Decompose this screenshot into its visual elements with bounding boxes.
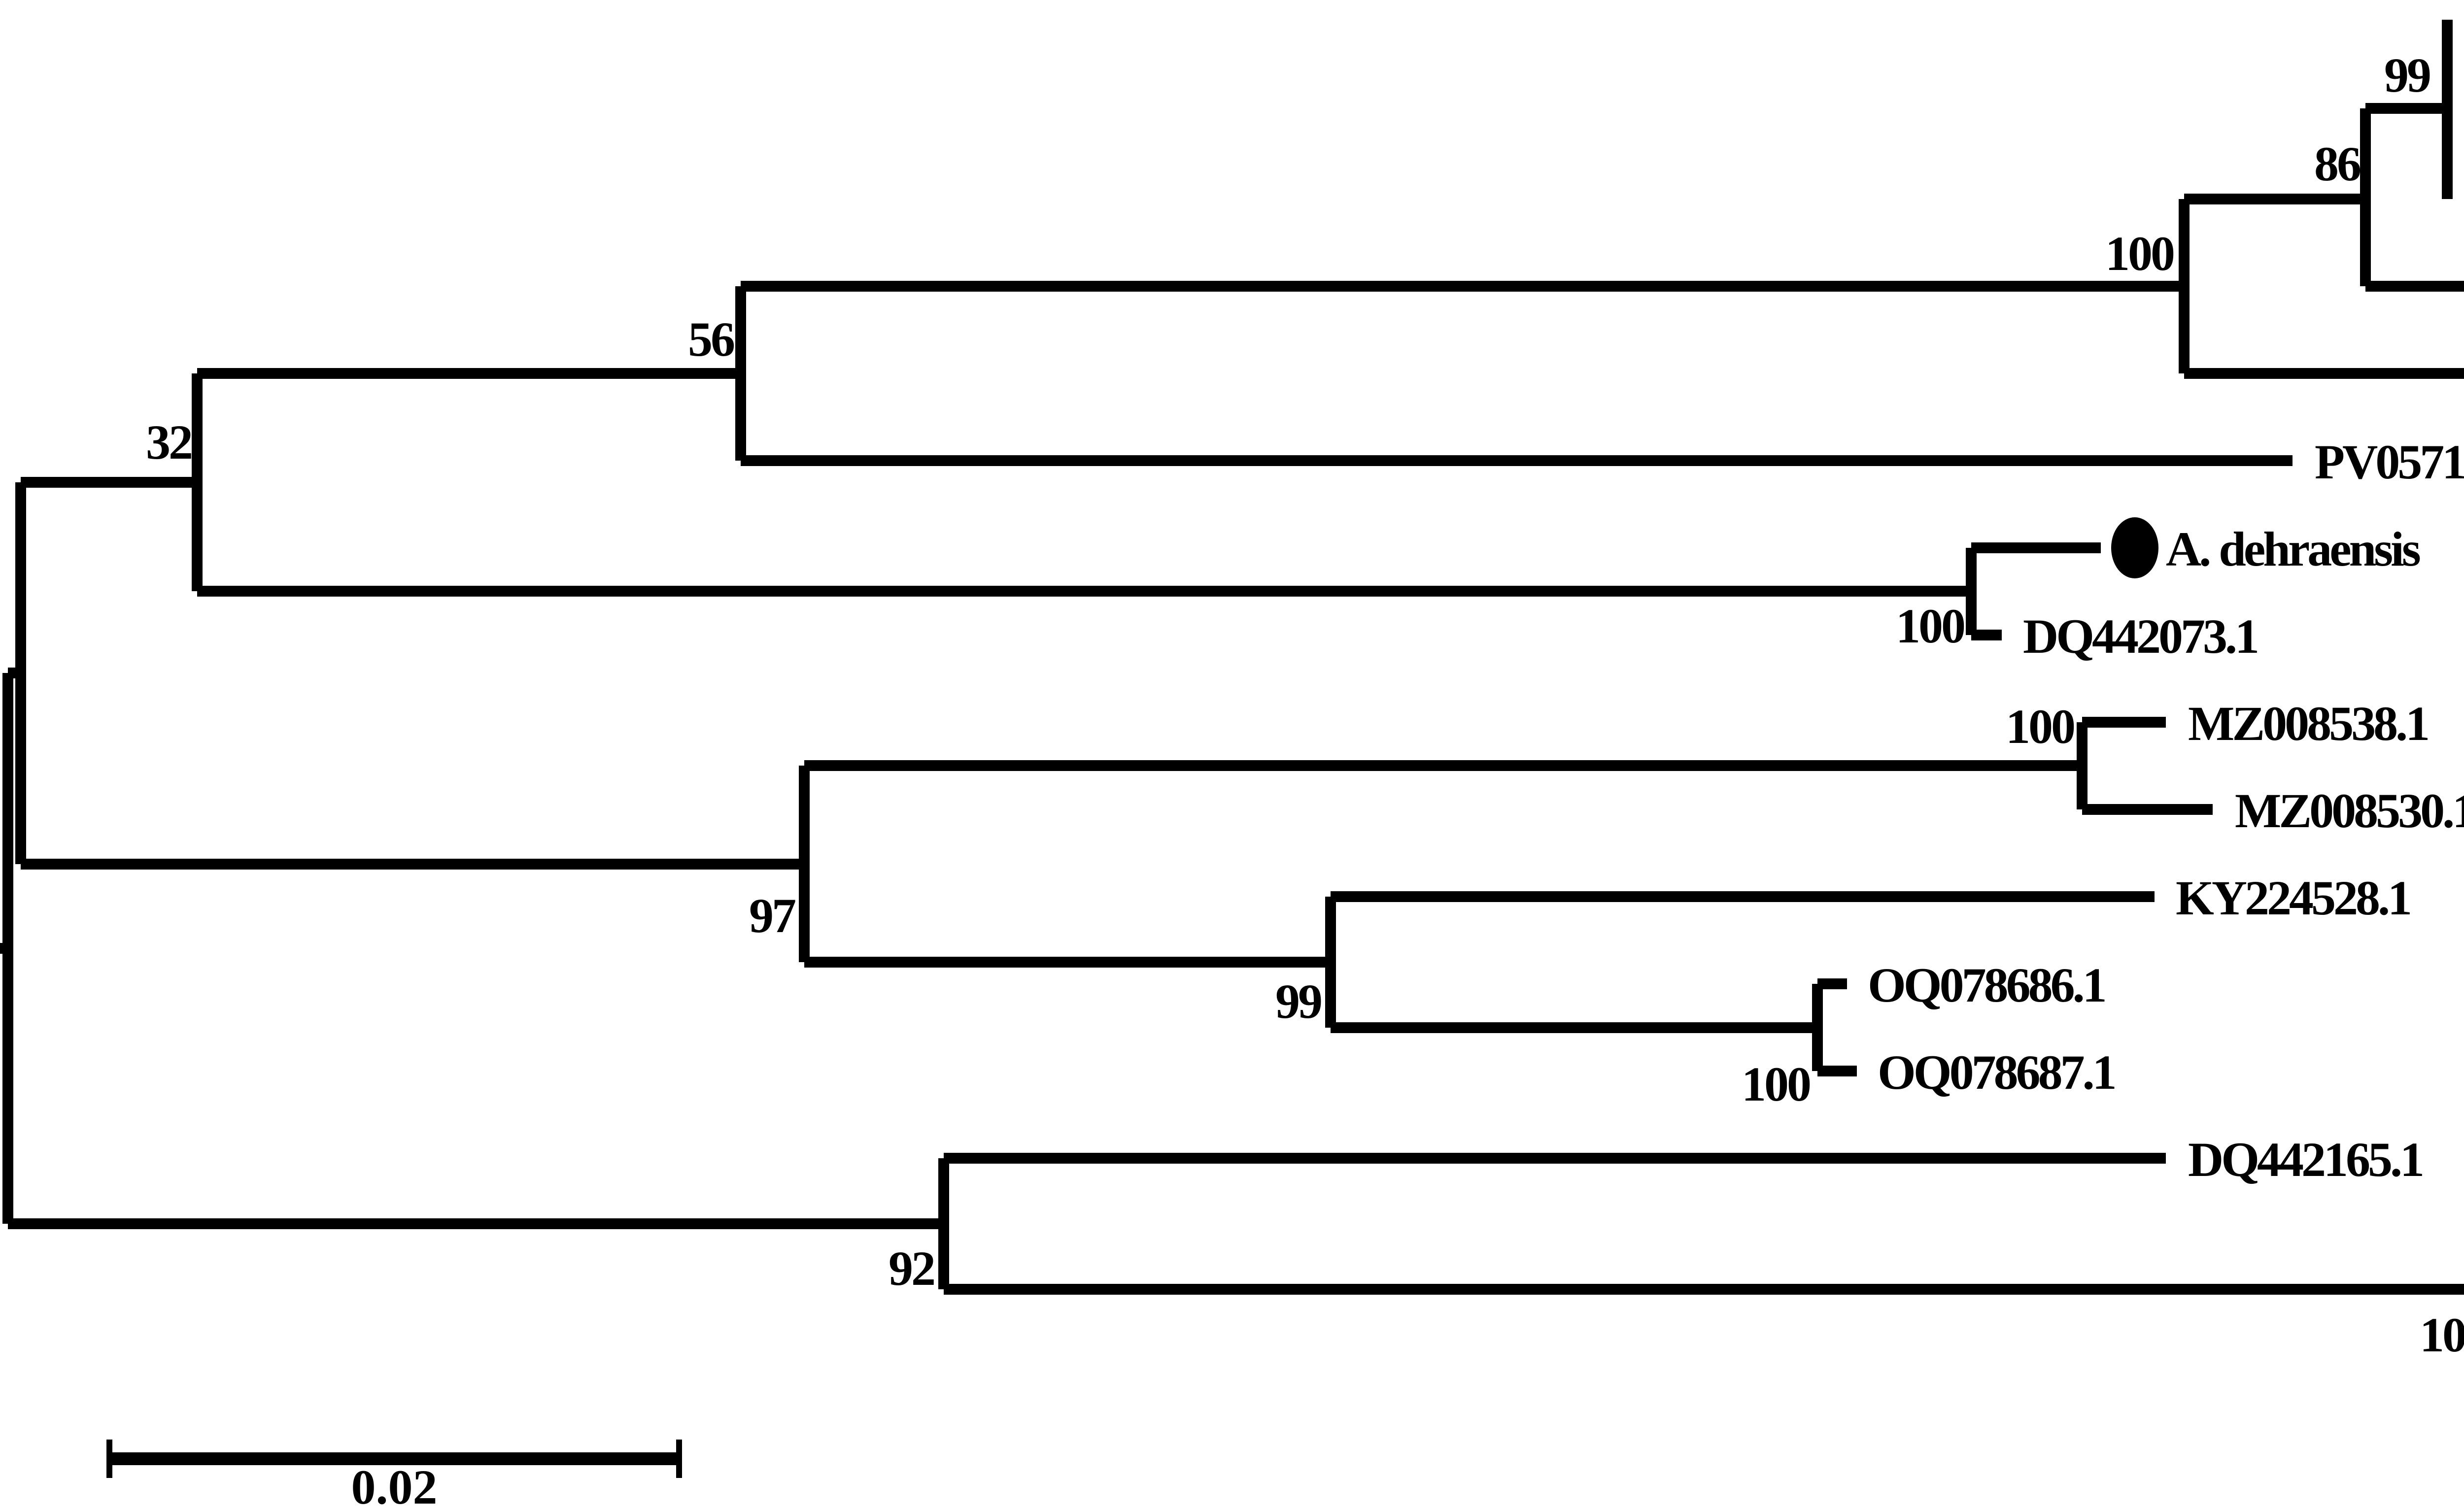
bootstrap-value-label: 99	[1275, 974, 1321, 1029]
tip-label: PV057196.1	[2315, 435, 2464, 489]
bootstrap-value-label: 97	[749, 888, 795, 943]
filled-circle-icon	[2111, 517, 2158, 578]
bootstrap-value-label: 100	[2006, 699, 2074, 754]
bootstrap-value-label: 100	[2420, 1308, 2464, 1362]
tip-labels: KP026266.1DQ442228.1OL875039.1DQ442229.1…	[1868, 435, 2464, 1187]
tip-label: OQ078687.1	[1878, 1045, 2115, 1100]
bootstrap-labels: 99 86 100 56 32 100 100 97 99 100 92 100	[146, 48, 2464, 1362]
tip-label: DQ442073.1	[2023, 609, 2257, 664]
bootstrap-value-label: 86	[2314, 136, 2361, 191]
tree-markers	[2111, 517, 2158, 578]
bootstrap-value-label: 100	[2105, 226, 2174, 281]
bootstrap-value-label: 32	[146, 415, 191, 469]
bootstrap-value-label: 100	[1896, 599, 1964, 653]
tip-label: A. dehraensis	[2166, 522, 2420, 576]
tip-label: OQ078686.1	[1868, 958, 2105, 1012]
scale-bar: 0.02	[106, 1440, 682, 1509]
bootstrap-value-label: 92	[889, 1241, 934, 1296]
tip-label: DQ442165.1	[2188, 1132, 2422, 1187]
bootstrap-value-label: 56	[688, 312, 734, 367]
bootstrap-value-label: 99	[2384, 48, 2430, 102]
tip-label: KY224528.1	[2176, 871, 2410, 925]
scale-bar-label: 0.02	[351, 1460, 438, 1509]
tip-label: MZ008530.1	[2235, 783, 2464, 838]
bootstrap-value-label: 100	[1742, 1057, 1810, 1111]
tree-branches	[0, 20, 2464, 1295]
tip-label: MZ008538.1	[2188, 696, 2428, 751]
